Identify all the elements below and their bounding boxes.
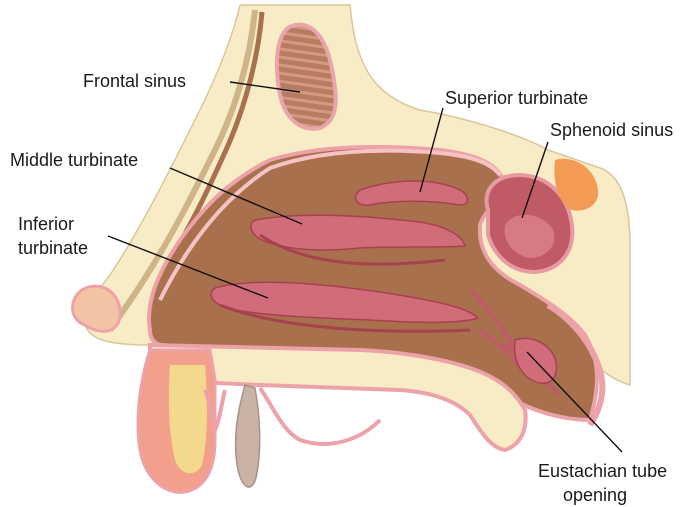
uvula xyxy=(236,385,260,487)
label-inferior-turbinate-line2: turbinate xyxy=(18,238,88,258)
incisor-tooth xyxy=(169,365,207,473)
label-middle-turbinate: Middle turbinate xyxy=(10,150,138,170)
label-superior-turbinate: Superior turbinate xyxy=(445,88,588,108)
nose-tip xyxy=(73,286,121,331)
label-sphenoid-sinus: Sphenoid sinus xyxy=(550,120,673,140)
label-frontal-sinus: Frontal sinus xyxy=(83,71,186,91)
soft-palate xyxy=(260,388,380,444)
label-eustachian-line2: opening xyxy=(563,485,627,505)
label-eustachian-line1: Eustachian tube xyxy=(538,461,667,481)
label-inferior-turbinate-line1: Inferior xyxy=(18,214,74,234)
